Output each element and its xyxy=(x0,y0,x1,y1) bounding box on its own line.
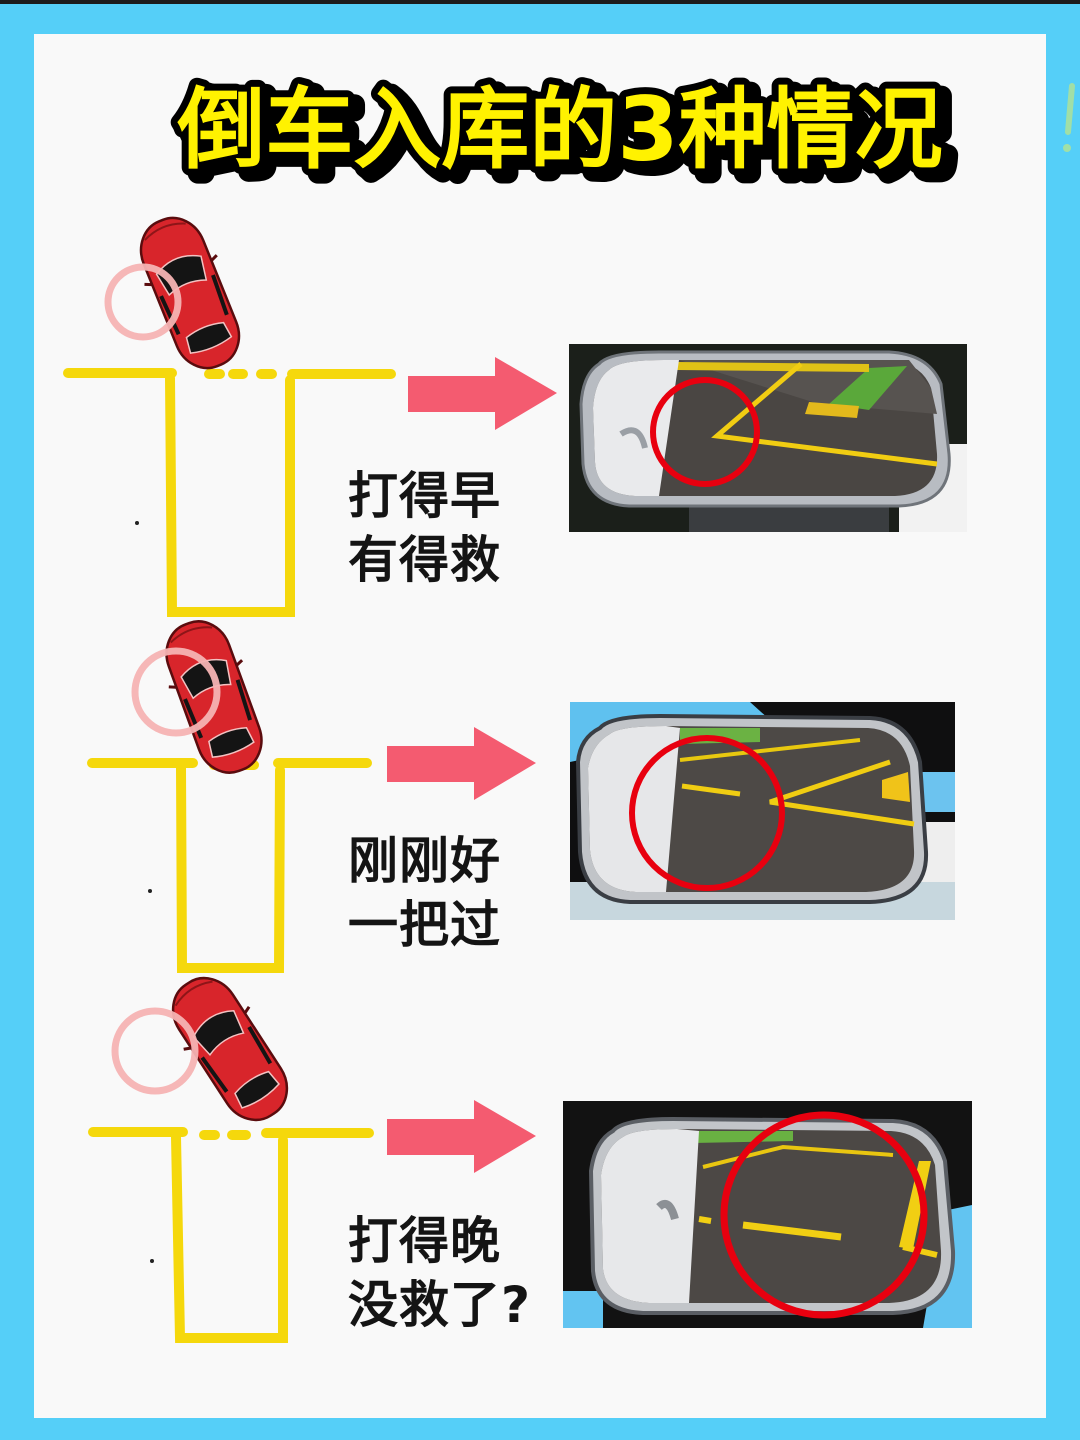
page-title: 倒车入库的3种情况 倒车入库的3种情况 倒车入库的3种情况 xyxy=(140,68,980,196)
red-car-topview-icon xyxy=(152,960,308,1138)
caption-late: 打得晚 没救了? xyxy=(348,1209,531,1337)
right-arrow-icon xyxy=(408,357,557,430)
side-mirror-view-just-right xyxy=(570,702,955,920)
title-shadow: 倒车入库的3种情况 xyxy=(184,84,950,187)
red-circle-highlight xyxy=(650,377,760,487)
caption-line-1: 打得晚 xyxy=(348,1212,501,1270)
caption-line-2: 一把过 xyxy=(348,896,501,954)
red-circle-highlight xyxy=(720,1111,928,1319)
top-edge-bar xyxy=(0,0,1080,4)
title-text: 倒车入库的3种情况 xyxy=(176,78,942,181)
red-circle-highlight xyxy=(629,735,785,891)
parking-slot-just-right xyxy=(87,758,372,973)
side-mirror-view-early xyxy=(569,344,967,532)
highlight-ring-icon xyxy=(104,263,182,341)
caption-early: 打得早 有得救 xyxy=(348,464,501,592)
caption-just-right: 刚刚好 一把过 xyxy=(348,829,501,957)
dot-mark xyxy=(150,1259,154,1263)
dot-mark xyxy=(148,889,152,893)
right-arrow-icon xyxy=(387,1100,536,1173)
caption-line-2: 没救了? xyxy=(348,1276,532,1334)
dot-mark xyxy=(135,521,139,525)
caption-line-2: 有得救 xyxy=(348,531,501,589)
right-arrow-icon xyxy=(387,727,536,800)
title-outline: 倒车入库的3种情况 xyxy=(176,78,942,181)
caption-line-1: 打得早 xyxy=(348,467,501,525)
parking-slot-late xyxy=(88,1127,374,1343)
exclamation-mark-icon xyxy=(1063,83,1075,152)
side-mirror-view-late xyxy=(563,1101,972,1328)
highlight-ring-icon xyxy=(111,1007,199,1095)
red-car-topview-icon xyxy=(122,204,258,382)
parking-slot-early xyxy=(63,368,396,617)
highlight-ring-icon xyxy=(131,647,221,737)
caption-line-1: 刚刚好 xyxy=(348,832,501,890)
